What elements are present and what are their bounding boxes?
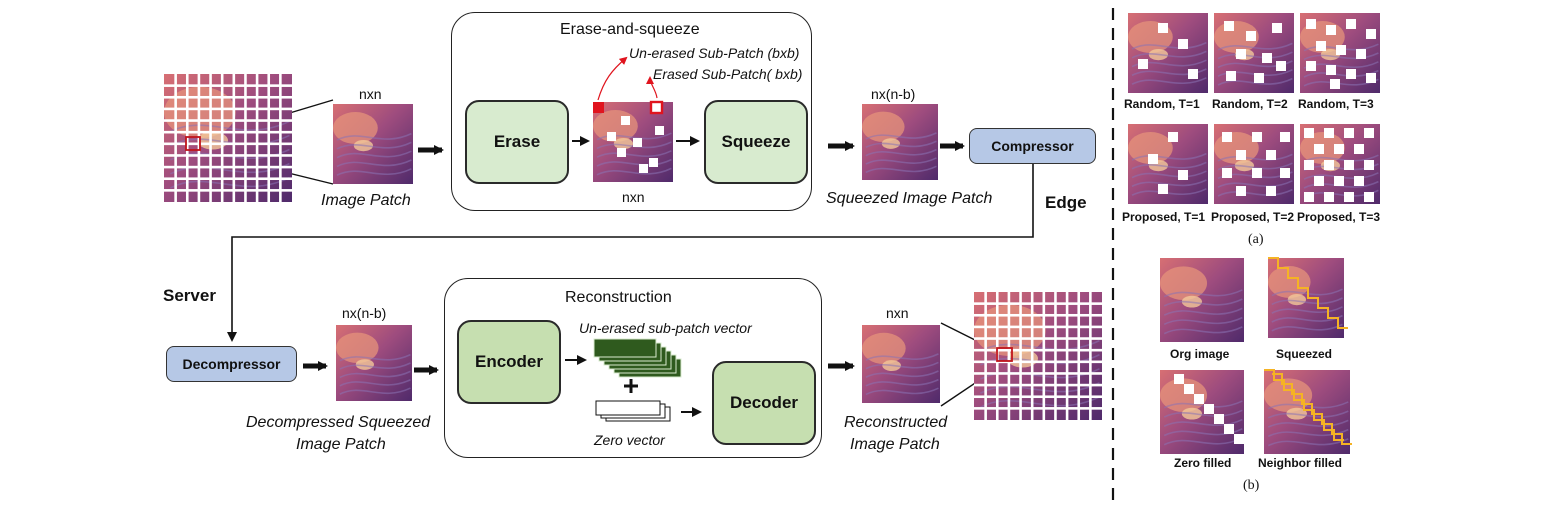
encoder-button[interactable]: Encoder bbox=[457, 320, 561, 404]
thumb-proposed-t1 bbox=[1128, 124, 1208, 204]
decompressed-label-line2: Image Patch bbox=[296, 436, 386, 453]
erase-and-squeeze-title: Erase-and-squeeze bbox=[560, 21, 700, 38]
panel-b-label: (b) bbox=[1243, 478, 1260, 493]
squeeze-button[interactable]: Squeeze bbox=[704, 100, 808, 184]
thumb-random-t2 bbox=[1214, 13, 1294, 93]
red-leader-erased bbox=[646, 76, 658, 99]
image-patch bbox=[333, 104, 413, 184]
erased-patch bbox=[593, 100, 673, 182]
thumb-zero-filled bbox=[1160, 370, 1244, 454]
erase-and-squeeze-frame bbox=[451, 12, 812, 211]
unerased-vector-label: Un-erased sub-patch vector bbox=[579, 320, 752, 336]
decompressed-label-line1: Decompressed Squeezed bbox=[246, 414, 431, 431]
decoder-button[interactable]: Decoder bbox=[712, 361, 816, 445]
reconstructed-label-line2: Image Patch bbox=[850, 436, 940, 453]
thumb-proposed-t2 bbox=[1214, 124, 1294, 204]
edge-label: Edge bbox=[1045, 193, 1087, 212]
red-leader-unerased bbox=[597, 56, 628, 101]
caption-squeezed: Squeezed bbox=[1276, 347, 1333, 361]
thumb-proposed-t3 bbox=[1300, 124, 1380, 204]
edge-server-wire bbox=[227, 164, 1034, 342]
unerased-subpatch-label: Un-erased Sub-Patch (bxb) bbox=[629, 45, 800, 61]
full-image-grid-bottom bbox=[974, 292, 1102, 420]
erased-subpatch-label: Erased Sub-Patch( bxb) bbox=[653, 66, 803, 82]
decompressor-button[interactable]: Decompressor bbox=[166, 346, 297, 382]
size-label-reconstructed: nxn bbox=[886, 305, 909, 321]
squeezed-patch-label: Squeezed Image Patch bbox=[826, 190, 993, 207]
caption-org-image: Org image bbox=[1170, 347, 1230, 361]
panel-a-label: (a) bbox=[1248, 232, 1264, 247]
thumb-org-image bbox=[1160, 258, 1244, 342]
size-label-squeezed: nx(n-b) bbox=[871, 86, 916, 102]
caption-proposed-t3: Proposed, T=3 bbox=[1297, 210, 1381, 224]
size-label-input: nxn bbox=[359, 86, 382, 102]
caption-proposed-t1: Proposed, T=1 bbox=[1122, 210, 1206, 224]
thumb-random-t1 bbox=[1128, 13, 1208, 93]
erase-button[interactable]: Erase bbox=[465, 100, 569, 184]
caption-proposed-t2: Proposed, T=2 bbox=[1211, 210, 1295, 224]
decompressed-patch bbox=[336, 325, 412, 401]
caption-zero-filled: Zero filled bbox=[1174, 456, 1232, 470]
caption-neighbor-filled: Neighbor filled bbox=[1258, 456, 1342, 470]
zero-vector-label: Zero vector bbox=[594, 432, 665, 448]
reconstruction-title: Reconstruction bbox=[565, 289, 672, 306]
thumb-random-t3 bbox=[1300, 13, 1380, 93]
caption-random-t1: Random, T=1 bbox=[1124, 97, 1200, 111]
size-label-erased: nxn bbox=[622, 189, 645, 205]
thumb-neighbor-filled bbox=[1264, 369, 1352, 454]
zero-vector-stack bbox=[595, 400, 671, 422]
image-patch-label: Image Patch bbox=[321, 192, 411, 209]
thumb-squeezed bbox=[1268, 257, 1348, 338]
squeezed-patch bbox=[862, 104, 938, 180]
size-label-decompressed: nx(n-b) bbox=[342, 305, 387, 321]
compressor-button[interactable]: Compressor bbox=[969, 128, 1096, 164]
plus-sign bbox=[624, 379, 638, 393]
caption-random-t3: Random, T=3 bbox=[1298, 97, 1374, 111]
full-image-grid-top bbox=[164, 74, 292, 202]
reconstructed-label-line1: Reconstructed bbox=[844, 414, 948, 431]
server-label: Server bbox=[163, 286, 216, 305]
caption-random-t2: Random, T=2 bbox=[1212, 97, 1288, 111]
reconstructed-patch bbox=[862, 325, 940, 403]
reconstruction-frame bbox=[444, 278, 822, 458]
unerased-vector-stack bbox=[593, 338, 682, 378]
